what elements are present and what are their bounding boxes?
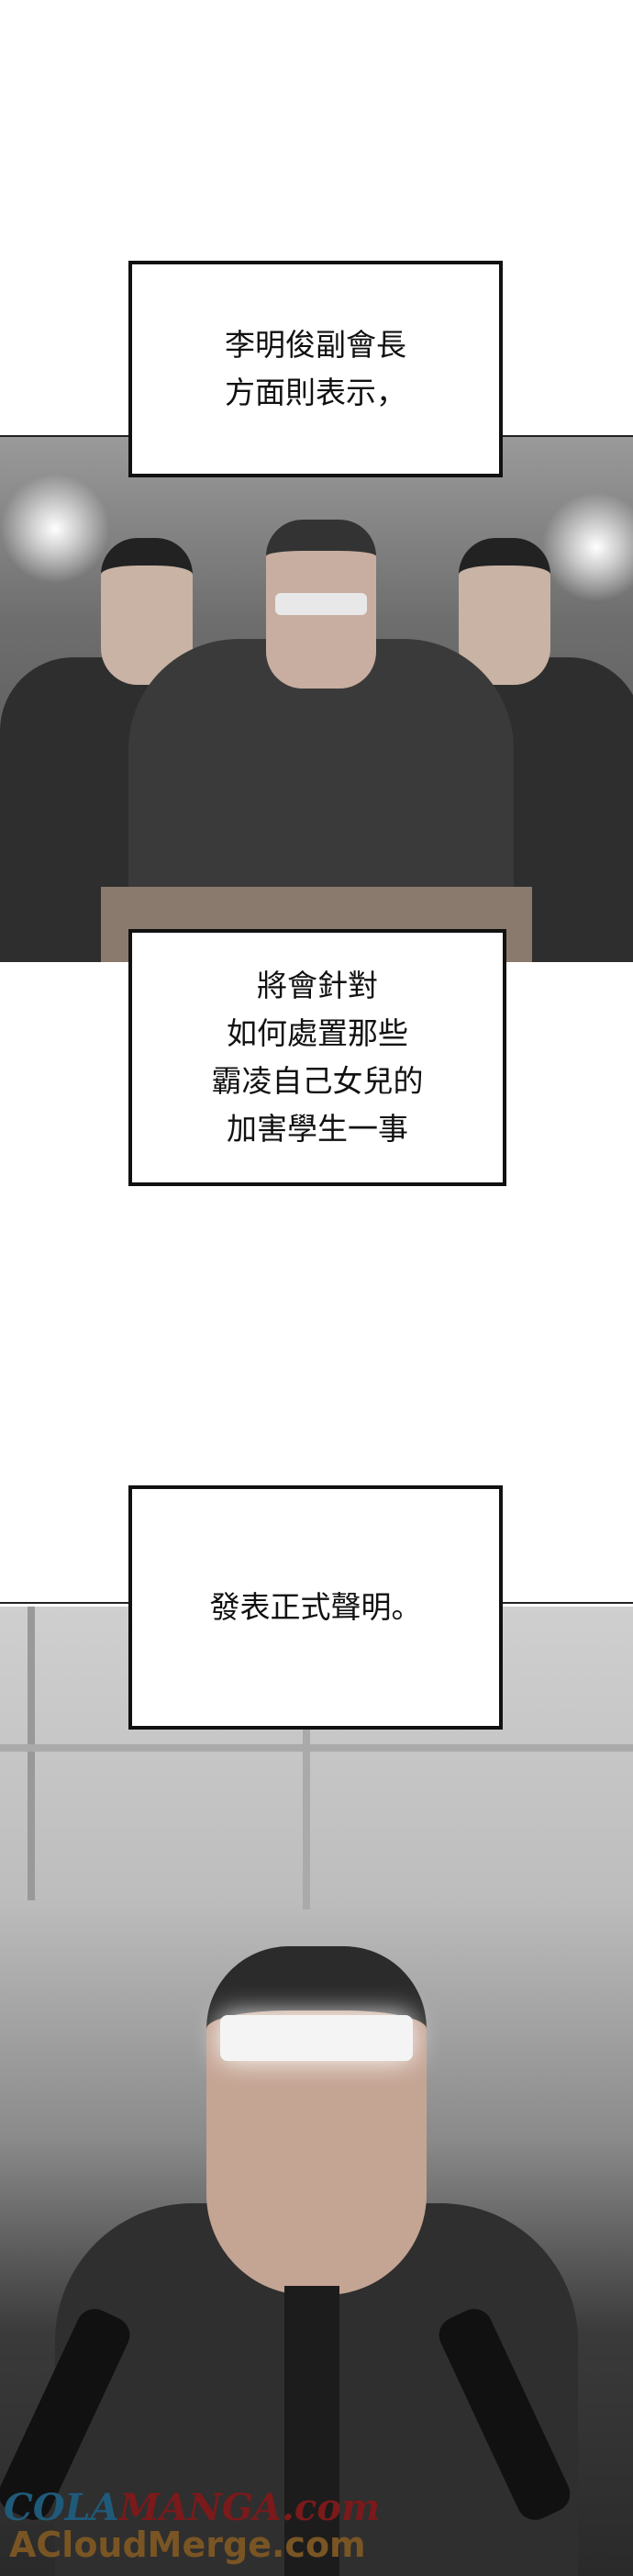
bubble-text-line: 李明俊副會長 <box>225 327 406 363</box>
glasses <box>275 593 367 615</box>
bubble-text-line: 如何處置那些 <box>227 1015 408 1051</box>
watermark-text: COLA <box>4 2486 119 2529</box>
glowing-glasses <box>220 2015 413 2061</box>
speech-bubble-2: 將會針對 如何處置那些 霸凌自己女兒的 加害學生一事 <box>128 929 506 1186</box>
watermark-line-1: COLAMANGA.com <box>4 2486 380 2529</box>
vice-chairman-face <box>206 1946 427 2295</box>
bubble-text-line: 方面則表示， <box>225 375 406 410</box>
window-frame <box>0 1744 633 1752</box>
window-frame <box>28 1607 35 1900</box>
comic-panel-closeup: COLAMANGA.com ACloudMerge.com <box>0 1607 633 2576</box>
camera-flash <box>541 492 633 602</box>
watermark-text: MANGA <box>118 2486 282 2529</box>
watermark-text: .com <box>281 2486 381 2529</box>
camera-flash <box>0 474 110 584</box>
bodyguard-right-head <box>459 538 550 685</box>
bubble-text-line: 霸凌自己女兒的 <box>211 1063 424 1099</box>
speech-bubble-3: 發表正式聲明。 <box>128 1485 503 1730</box>
comic-panel-press-conference <box>0 435 633 962</box>
bubble-text-line: 發表正式聲明。 <box>209 1589 422 1625</box>
speech-bubble-1: 李明俊副會長 方面則表示， <box>128 261 503 477</box>
window-frame <box>303 1607 310 1910</box>
bubble-text-line: 將會針對 <box>257 968 378 1003</box>
bubble-text-line: 加害學生一事 <box>227 1111 408 1147</box>
watermark-line-2: ACloudMerge.com <box>9 2525 366 2565</box>
tie <box>284 2286 339 2576</box>
